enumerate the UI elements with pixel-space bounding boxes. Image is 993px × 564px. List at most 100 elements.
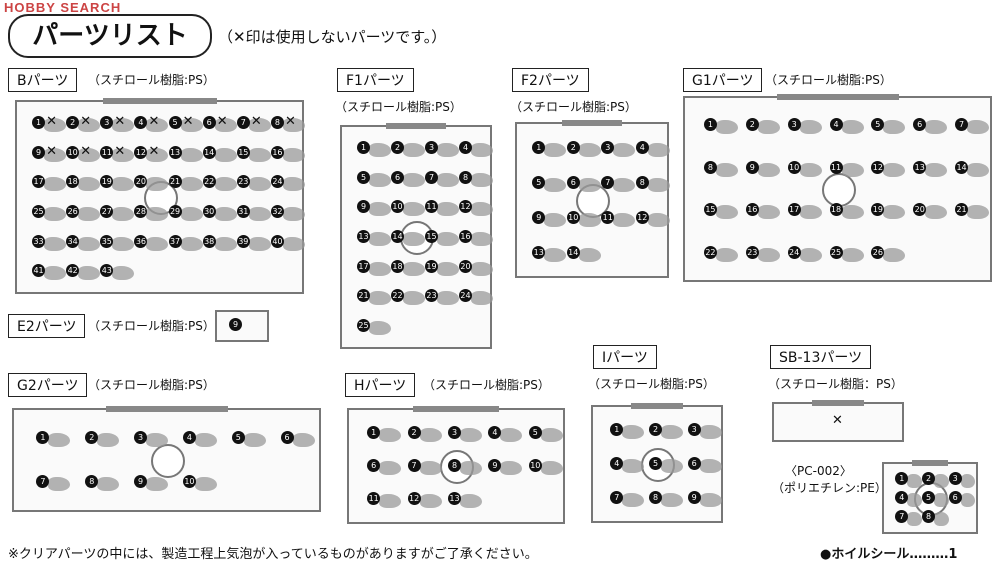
part (437, 142, 459, 157)
part-number: 1 (36, 431, 50, 444)
part-number: 17 (357, 259, 370, 273)
part (403, 202, 425, 217)
part-number: 4 (895, 491, 909, 504)
part-number: 40 (270, 234, 284, 248)
part-number: 10 (787, 160, 801, 174)
part-number: 1 (32, 115, 46, 129)
part (403, 232, 425, 246)
part-number: 26 (871, 245, 885, 259)
part (540, 427, 563, 442)
part-number: 9 (229, 318, 242, 331)
part (369, 321, 391, 336)
unused-mark: ✕ (216, 113, 228, 129)
part (661, 493, 683, 507)
part (214, 206, 237, 221)
part (500, 427, 523, 442)
part-number: 36 (134, 234, 148, 248)
part-number: 41 (32, 264, 46, 278)
part (967, 162, 990, 177)
part (248, 147, 271, 162)
part-number: 5 (231, 431, 245, 444)
part (934, 474, 949, 489)
part-number: 15 (236, 145, 250, 159)
part (248, 236, 271, 251)
part (578, 247, 601, 262)
part (661, 459, 683, 473)
part-number: 2 (85, 431, 99, 444)
part (883, 162, 906, 177)
runner-material-h: （スチロール樹脂:PS） (423, 378, 550, 392)
part-number: 1 (367, 425, 381, 439)
part-number: 10 (66, 145, 80, 159)
part (214, 177, 237, 192)
part-number: 18 (66, 175, 80, 189)
runner-tag (105, 406, 228, 412)
part-number: 8 (922, 509, 935, 523)
part (78, 206, 101, 221)
part (500, 461, 523, 475)
part (925, 205, 948, 220)
part (403, 261, 425, 276)
part-number: 22 (391, 289, 404, 303)
part (180, 206, 203, 221)
part (799, 247, 822, 262)
part (194, 433, 217, 447)
part (622, 425, 645, 439)
runner-tag (562, 120, 622, 126)
part (715, 247, 738, 262)
part (78, 266, 101, 281)
part-number: 2 (66, 115, 80, 129)
part-number: 10 (566, 210, 580, 224)
part-number: 3 (134, 431, 148, 444)
part-number: 24 (787, 245, 801, 259)
part (419, 494, 442, 509)
part-number: 6 (687, 457, 701, 470)
part (44, 117, 67, 132)
part-number: 22 (703, 245, 717, 259)
unused-mark: ✕ (80, 113, 92, 129)
part-number: 9 (687, 491, 701, 504)
runner-tag (911, 460, 949, 466)
part-number: 8 (649, 491, 662, 504)
part (925, 120, 948, 135)
part-number: 10 (391, 200, 404, 214)
part-number: 5 (871, 118, 885, 132)
runner-tag (413, 406, 499, 412)
part-number: 10 (182, 475, 196, 488)
part-number: 6 (202, 115, 216, 129)
part (841, 120, 864, 135)
part-number: 4 (635, 140, 649, 154)
unused-mark: ✕ (284, 113, 296, 129)
part-number: 10 (528, 459, 542, 472)
part-number: 8 (459, 170, 472, 184)
part-number: 7 (601, 175, 615, 189)
part-number: 28 (134, 204, 148, 218)
part-number: 7 (407, 459, 421, 472)
runner-label-e2: E2パーツ (8, 314, 86, 338)
part-number: 7 (236, 115, 250, 129)
part (799, 120, 822, 135)
part (471, 232, 493, 246)
unused-parts-note: （✕印は使用しないパーツです。） (218, 28, 447, 46)
unused-mark: ✕ (46, 143, 57, 159)
part-number: 5 (532, 175, 546, 189)
part (78, 147, 101, 162)
part (180, 236, 203, 251)
part-number: 13 (448, 492, 461, 506)
runner-material-f1: （スチロール樹脂:PS） (335, 100, 462, 114)
part-number: 11 (367, 492, 381, 506)
runner-material-g1: （スチロール樹脂:PS） (765, 73, 892, 87)
runner-label-g1: G1パーツ (683, 68, 763, 92)
part (282, 177, 305, 192)
part-number: 16 (745, 203, 759, 217)
part-number: 24 (459, 289, 472, 303)
part-number: 3 (601, 140, 615, 154)
part (757, 247, 780, 262)
part-number: 6 (566, 175, 580, 189)
part (369, 202, 391, 217)
part-number: 1 (703, 118, 717, 132)
part-number: 3 (425, 140, 438, 154)
runner-label-f2: F2パーツ (512, 68, 589, 92)
